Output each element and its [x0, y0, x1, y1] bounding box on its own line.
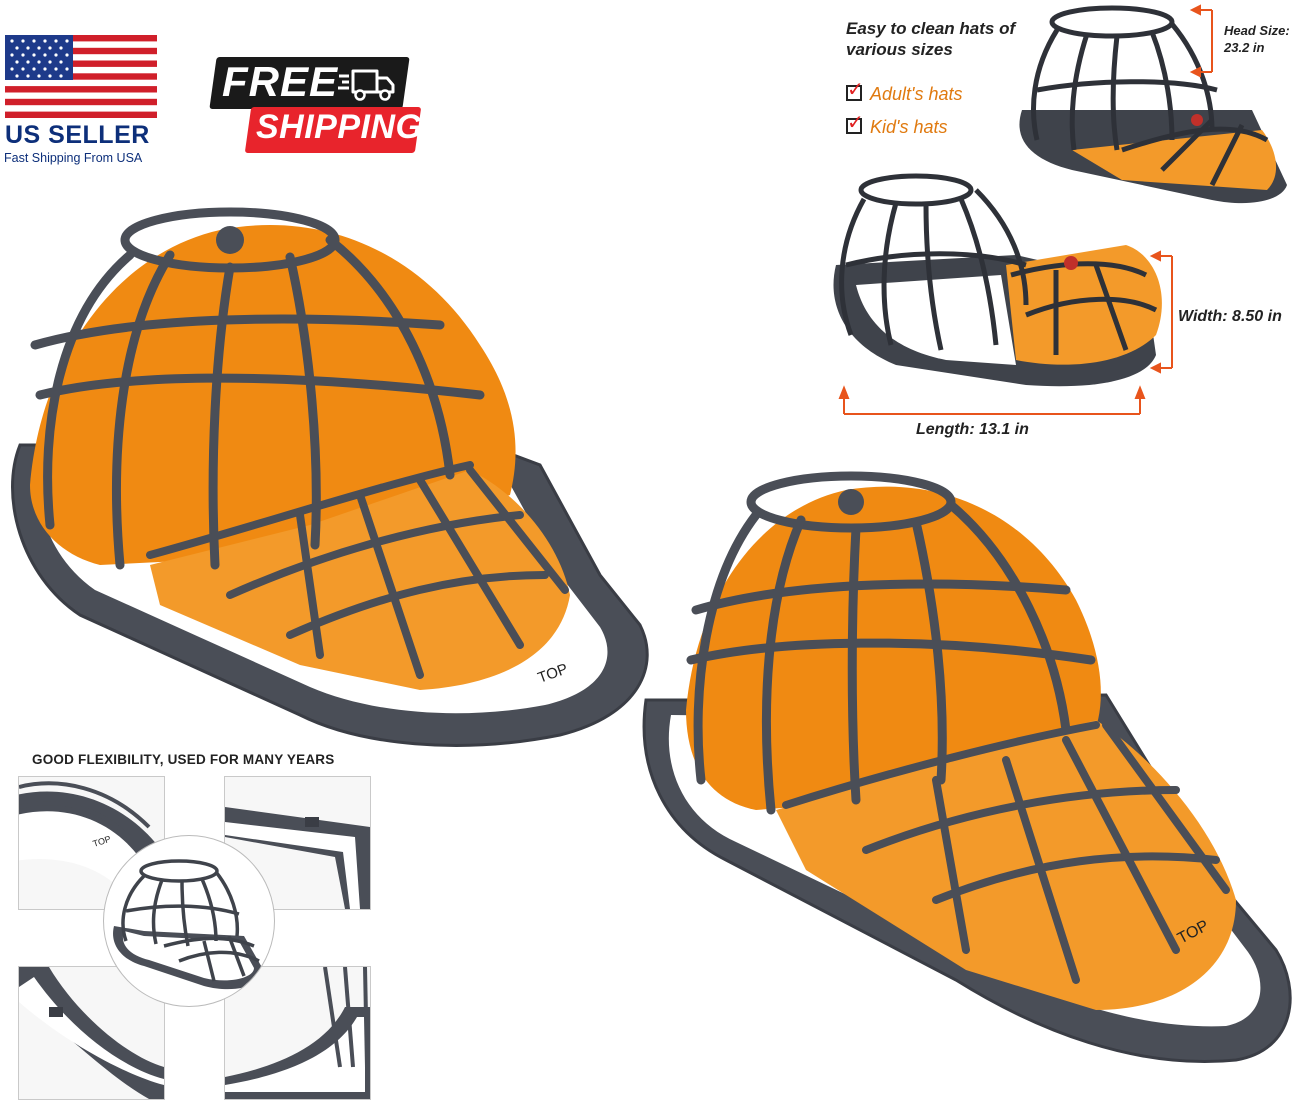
width-label: Width: 8.50 in: [1178, 308, 1282, 325]
check-kid-hats: ✓ Kid's hats: [846, 112, 948, 138]
dimension-arrows: [838, 4, 1213, 415]
frame-detail-image: [19, 967, 164, 1099]
flexibility-title: GOOD FLEXIBILITY, USED FOR MANY YEARS: [32, 752, 335, 767]
delivery-truck-icon: [338, 69, 395, 101]
hat-washer-small-middle: [833, 173, 1162, 387]
detail-photo-bottom-left: [18, 966, 165, 1100]
detail-photo-center: [103, 835, 275, 1007]
free-label: FREE: [222, 58, 339, 105]
detail-photo-bottom-right: [224, 966, 371, 1100]
us-seller-label: US SELLER: [5, 121, 150, 149]
hat-washer-small-top: [1019, 5, 1287, 204]
us-flag-icon: [5, 35, 157, 118]
shipping-label: SHIPPING: [256, 108, 423, 146]
adult-hats-label: Adult's hats: [870, 84, 963, 104]
check-adult-hats: ✓ Adult's hats: [846, 79, 963, 105]
cage-overview-image: [113, 859, 264, 990]
kid-hats-label: Kid's hats: [870, 117, 948, 137]
checkbox-icon: ✓: [846, 112, 864, 134]
length-label: Length: 13.1 in: [916, 421, 1029, 438]
detail-photo-top-right: [224, 776, 371, 910]
frame-detail-image: [225, 967, 370, 1099]
frame-detail-image: [225, 807, 370, 909]
checkbox-icon: ✓: [846, 79, 864, 101]
us-seller-subtitle: Fast Shipping From USA: [4, 151, 143, 165]
hat-washer-large-right: TOP: [642, 471, 1292, 1064]
easy-clean-heading: Easy to clean hats of various sizes: [846, 19, 1016, 59]
head-size-label: Head Size: 23.2 in: [1224, 23, 1290, 55]
hat-washer-large-left: TOP: [11, 207, 649, 747]
